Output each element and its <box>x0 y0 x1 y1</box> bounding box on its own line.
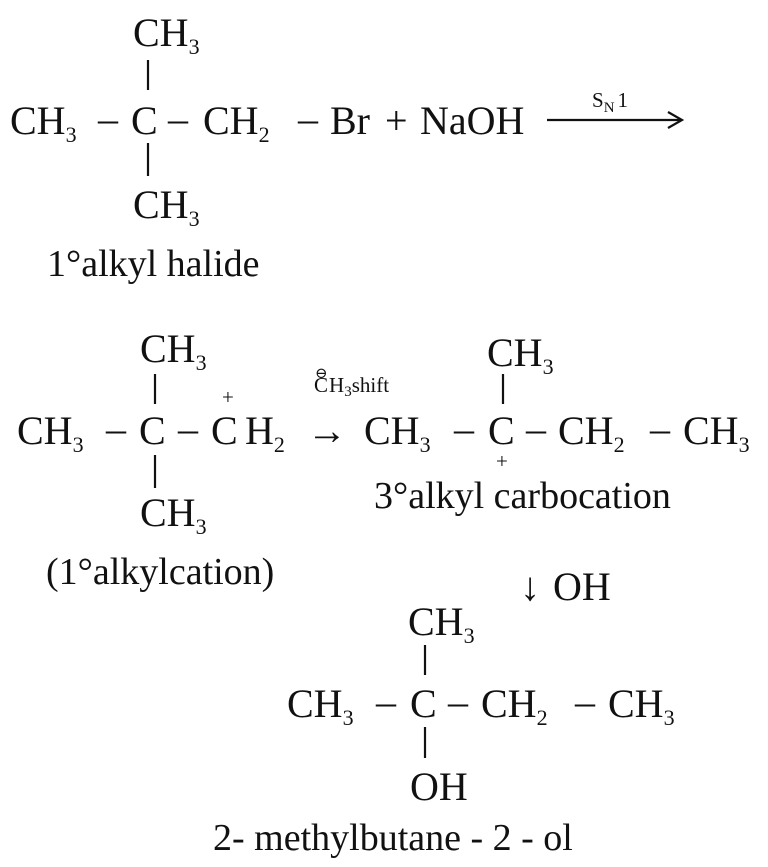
hydroxide-reagent: OH <box>553 564 611 609</box>
r1-bottom-methyl: CH3 <box>133 182 200 231</box>
r2-dash-1: – <box>105 406 127 451</box>
tertiary-carbocation-structure: CH3 CH3 – C + – CH2 – CH3 3°alkyl carboc… <box>364 330 750 517</box>
shift-label: CH3shift <box>314 373 389 400</box>
r2-dash-2: – <box>177 406 199 451</box>
p-center-carbon: C <box>410 681 437 726</box>
tc-dash-1: – <box>453 406 475 451</box>
reaction1-structure: CH3 CH3 – C – CH2 – Br + NaOH CH3 1°alky… <box>10 10 524 285</box>
product-structure: CH3 CH3 – C – CH2 – CH3 OH 2- methylbuta… <box>213 599 675 859</box>
r1-dash-1: – <box>97 96 119 141</box>
r1-arrow-head <box>667 111 685 129</box>
r2-cation-carbon: C <box>211 408 238 453</box>
r2-positive-charge: + <box>222 385 234 409</box>
primary-cation-structure: CH3 CH3 – C – + C H2 CH3 (1°alkylcation) <box>17 326 285 593</box>
p-left-methyl: CH3 <box>287 681 354 730</box>
tc-dash-3: – <box>649 406 671 451</box>
r1-dash-3: – <box>297 96 319 141</box>
p-ch2: CH2 <box>481 681 548 730</box>
tc-caption: 3°alkyl carbocation <box>374 475 671 517</box>
r2-cation-caption: (1°alkylcation) <box>46 551 274 593</box>
p-dash-3: – <box>574 679 596 724</box>
r2-top-methyl: CH3 <box>140 326 207 375</box>
r1-plus: + <box>385 98 408 143</box>
r2-cation-h2: H2 <box>245 408 285 457</box>
r2-bottom-methyl: CH3 <box>140 490 207 539</box>
down-arrow: ↓ <box>520 564 540 609</box>
r1-ch2: CH2 <box>203 98 270 147</box>
tc-dash-2: – <box>525 406 547 451</box>
r2-arrow: → <box>307 408 347 453</box>
tc-top-methyl: CH3 <box>487 330 554 379</box>
r1-top-methyl: CH3 <box>133 10 200 59</box>
r2-left-methyl: CH3 <box>17 408 84 457</box>
tc-right-methyl: CH3 <box>683 408 750 457</box>
r1-dash-2: – <box>167 96 189 141</box>
r1-center-carbon: C <box>131 98 158 143</box>
tc-center-carbon: C <box>488 408 515 453</box>
shift-symbol: ⊖ <box>315 366 328 382</box>
tc-ch2: CH2 <box>558 408 625 457</box>
methyl-shift-arrow: ⊖ CH3shift → <box>307 366 389 453</box>
r1-left-methyl: CH3 <box>10 98 77 147</box>
r1-bromine: Br <box>330 98 370 143</box>
p-hydroxyl: OH <box>410 764 468 809</box>
tc-left-methyl: CH3 <box>364 408 431 457</box>
product-caption: 2- methylbutane - 2 - ol <box>213 817 573 859</box>
r1-reagent-naoh: NaOH <box>420 98 524 143</box>
p-dash-2: – <box>447 679 469 724</box>
tc-positive-charge: + <box>496 449 508 473</box>
r2-center-carbon: C <box>139 408 166 453</box>
hydroxide-step: ↓ OH <box>520 564 611 609</box>
p-top-methyl: CH3 <box>408 599 475 648</box>
p-dash-1: – <box>375 679 397 724</box>
r1-caption: 1°alkyl halide <box>47 243 260 285</box>
p-right-methyl: CH3 <box>608 681 675 730</box>
